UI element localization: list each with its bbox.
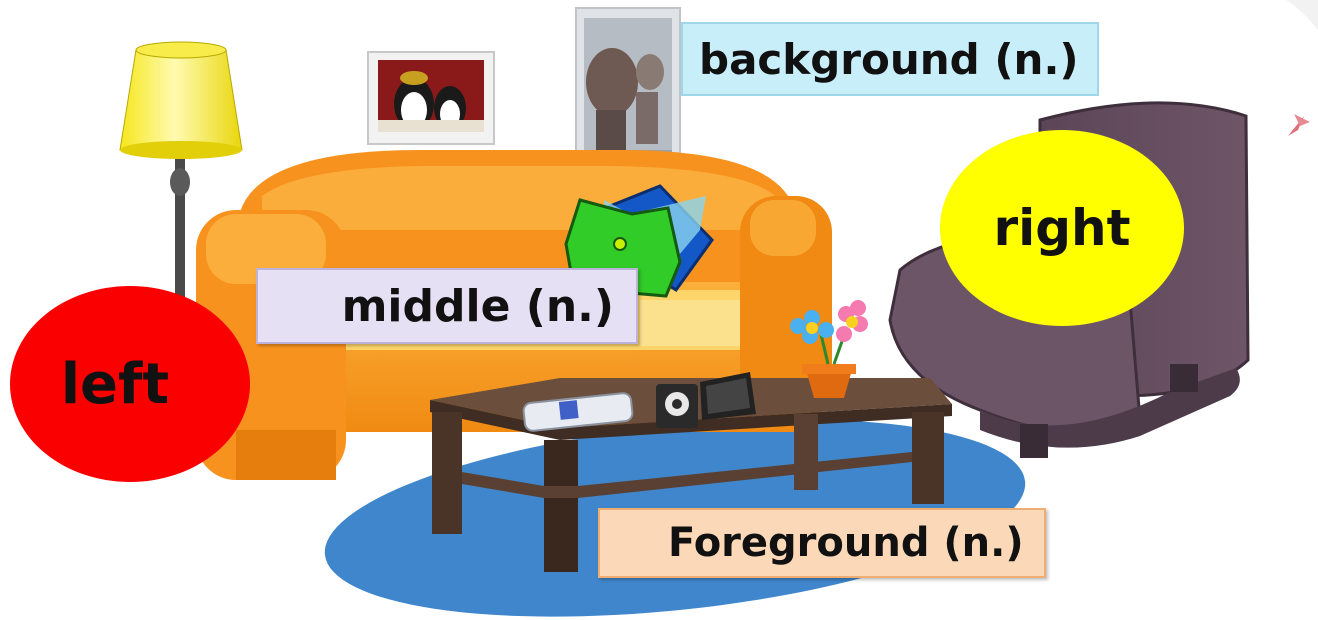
- middle-label: middle (n.): [256, 268, 638, 344]
- remote-control-icon: [522, 392, 634, 432]
- tablet-icon: [700, 372, 756, 420]
- corner-fold-icon: [1286, 0, 1318, 30]
- music-player-icon: [656, 384, 698, 428]
- background-label: background (n.): [681, 22, 1099, 96]
- flower-pot-icon: [790, 300, 868, 398]
- floor-lamp-icon: [119, 41, 243, 310]
- right-label: right: [940, 130, 1184, 326]
- left-label: left: [10, 286, 250, 482]
- penguin-picture-icon: [367, 51, 495, 145]
- arrow-mark-icon: [1288, 114, 1310, 136]
- foreground-label: Foreground (n.): [598, 508, 1046, 578]
